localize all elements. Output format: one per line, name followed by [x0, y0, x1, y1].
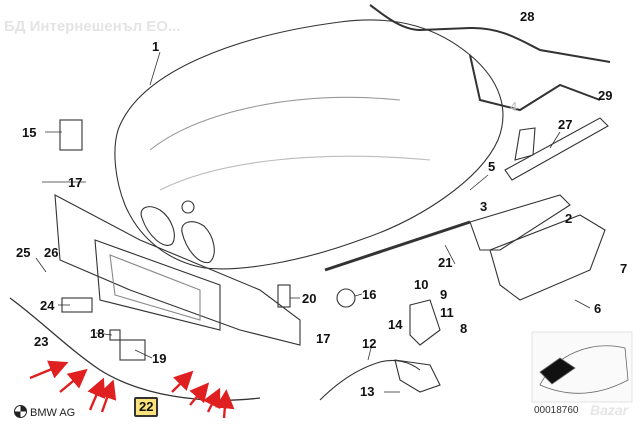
- support-rod-21: [324, 220, 471, 272]
- seal-27: [504, 117, 609, 181]
- callout-11: 11: [440, 305, 454, 320]
- callout-20: 20: [302, 291, 317, 306]
- rod-28: [369, 4, 611, 63]
- car-thumbnail: [531, 331, 633, 403]
- bmw-ag-credit: BMW AG: [14, 405, 75, 419]
- callout-14: 14: [388, 317, 403, 332]
- callout-18: 18: [90, 326, 105, 341]
- hood-crease: [149, 96, 401, 151]
- callout-6: 6: [594, 301, 602, 316]
- part-20: [277, 284, 291, 308]
- callout-22: 22: [134, 397, 159, 417]
- callout-29: 29: [598, 88, 613, 103]
- hood-outline: [114, 19, 504, 270]
- callout-9: 9: [440, 287, 448, 302]
- callout-27: 27: [558, 117, 573, 132]
- release-cable-2: [319, 359, 421, 401]
- release-cable: [9, 297, 261, 401]
- callout-26: 26: [44, 245, 59, 260]
- callout-25: 25: [16, 245, 31, 260]
- lock-11: [409, 299, 441, 346]
- corner-logo: Bazar: [590, 402, 629, 418]
- callout-5: 5: [488, 159, 496, 174]
- callout-10: 10: [414, 277, 429, 292]
- kidney-grille-left: [140, 206, 175, 246]
- callout-21: 21: [438, 255, 453, 270]
- front-panel-inner-2: [109, 254, 201, 321]
- hinge-2: [489, 214, 606, 301]
- callout-2: 2: [565, 211, 573, 226]
- rod-loop: [469, 54, 601, 112]
- callout-3: 3: [480, 199, 488, 214]
- part-19: [119, 339, 146, 361]
- watermark: БД Интернешенъл ЕО...: [4, 18, 181, 35]
- bmw-roundel-icon: [14, 405, 27, 418]
- seal-4: [514, 127, 536, 161]
- callout-23: 23: [34, 334, 49, 349]
- part-16: [336, 288, 356, 308]
- callout-13: 13: [360, 384, 375, 399]
- lock-12: [394, 359, 441, 393]
- callout-17-a: 17: [68, 175, 83, 190]
- hinge-3: [469, 194, 571, 251]
- hood-emblem: [181, 200, 195, 214]
- red-arrows: [29, 360, 235, 419]
- callout-19: 19: [152, 351, 167, 366]
- leader-lines: [35, 51, 591, 393]
- part-15: [59, 119, 83, 151]
- callout-24: 24: [40, 298, 55, 313]
- diagram-number: 00018760: [534, 405, 579, 416]
- callout-4: 4: [510, 99, 518, 114]
- front-panel-inner: [94, 239, 221, 331]
- callout-7: 7: [620, 261, 628, 276]
- kidney-grille-right: [181, 221, 215, 264]
- callout-15: 15: [22, 125, 37, 140]
- callout-8: 8: [460, 321, 468, 336]
- callout-28: 28: [520, 9, 535, 24]
- callout-16: 16: [362, 287, 377, 302]
- callout-12: 12: [362, 336, 377, 351]
- callout-1: 1: [152, 39, 160, 54]
- hood-crease-2: [159, 155, 431, 191]
- front-panel: [54, 194, 301, 346]
- callout-17-b: 17: [316, 331, 331, 346]
